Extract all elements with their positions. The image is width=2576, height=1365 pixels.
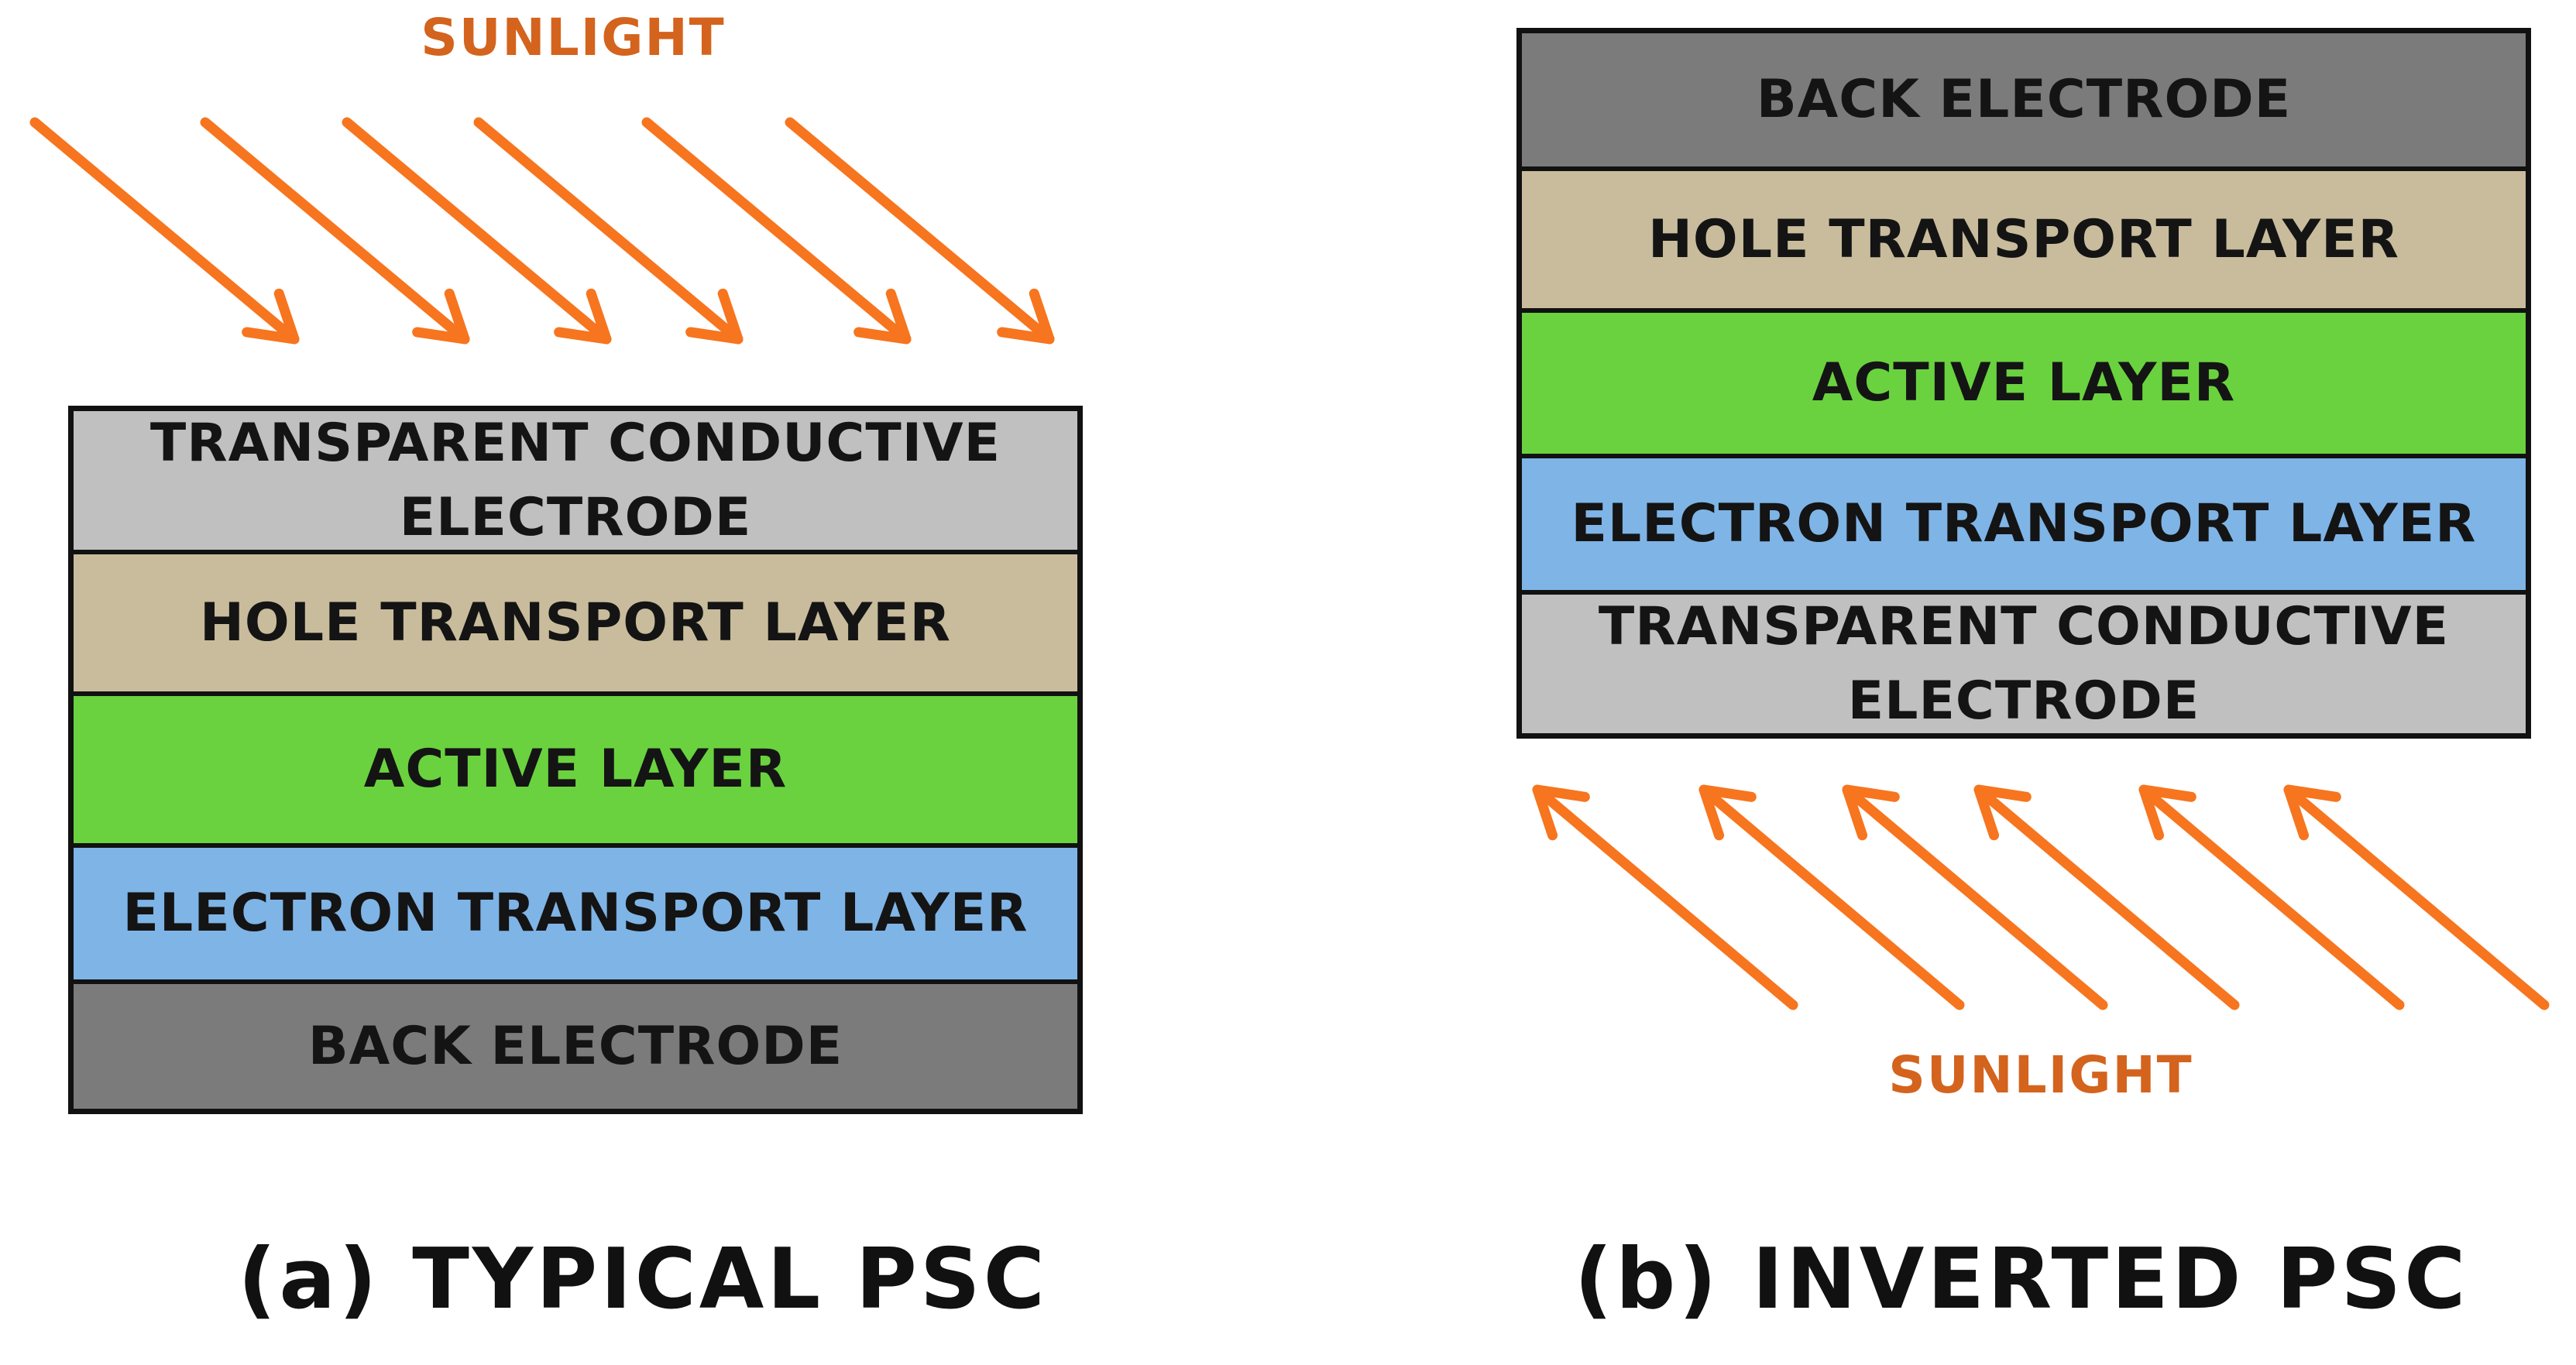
layer-label: BACK ELECTRODE — [1756, 69, 2292, 131]
inverted-sunlight-arrow — [1698, 784, 1965, 1010]
typical-sunlight-label: SUNLIGHT — [421, 8, 726, 67]
typical-layer-hole-transport: HOLE TRANSPORT LAYER — [74, 554, 1077, 691]
inverted-layer-electron-transport: ELECTRON TRANSPORT LAYER — [1522, 458, 2526, 590]
layer-label: TRANSPARENT CONDUCTIVE ELECTRODE — [1598, 596, 2450, 732]
layer-label: ELECTRON TRANSPORT LAYER — [122, 883, 1029, 945]
layer-label: ACTIVE LAYER — [1812, 352, 2236, 414]
layer-label: HOLE TRANSPORT LAYER — [1648, 208, 2399, 270]
typical-sunlight-arrow — [29, 117, 300, 345]
layer-label: TRANSPARENT CONDUCTIVE ELECTRODE — [149, 413, 1001, 548]
inverted-sunlight-label: SUNLIGHT — [1888, 1045, 2193, 1105]
inverted-sunlight-arrow — [2283, 784, 2550, 1010]
typical-layer-stack: TRANSPARENT CONDUCTIVE ELECTRODE HOLE TR… — [68, 406, 1083, 1114]
inverted-sunlight-arrows — [1532, 784, 2550, 1010]
typical-sunlight-arrow — [473, 117, 744, 345]
inverted-sunlight-arrow — [1842, 784, 2108, 1010]
inverted-layer-hole-transport: HOLE TRANSPORT LAYER — [1522, 171, 2526, 308]
inverted-sunlight-arrow — [1532, 784, 1798, 1010]
typical-sunlight-arrow — [342, 117, 612, 345]
typical-layer-electron-transport: ELECTRON TRANSPORT LAYER — [74, 848, 1077, 979]
layer-label: ACTIVE LAYER — [363, 739, 788, 801]
inverted-sunlight-arrow — [1973, 784, 2240, 1010]
typical-layer-back-electrode: BACK ELECTRODE — [74, 984, 1077, 1109]
inverted-layer-active: ACTIVE LAYER — [1522, 313, 2526, 454]
inverted-layer-transparent-conductive-electrode: TRANSPARENT CONDUCTIVE ELECTRODE — [1522, 595, 2526, 733]
inverted-psc-caption: (b) INVERTED PSC — [1574, 1231, 2469, 1328]
typical-psc-caption: (a) TYPICAL PSC — [238, 1231, 1048, 1328]
layer-label: BACK ELECTRODE — [307, 1015, 843, 1077]
inverted-layer-back-electrode: BACK ELECTRODE — [1522, 33, 2526, 166]
typical-sunlight-arrow — [200, 117, 470, 345]
inverted-layer-stack: BACK ELECTRODE HOLE TRANSPORT LAYER ACTI… — [1516, 28, 2531, 739]
typical-sunlight-arrows — [29, 117, 1055, 345]
layer-label: ELECTRON TRANSPORT LAYER — [1571, 493, 2477, 555]
typical-layer-transparent-conductive-electrode: TRANSPARENT CONDUCTIVE ELECTRODE — [74, 411, 1077, 550]
typical-layer-active: ACTIVE LAYER — [74, 696, 1077, 843]
layer-label: HOLE TRANSPORT LAYER — [200, 592, 951, 653]
typical-sunlight-arrow — [641, 117, 912, 345]
inverted-sunlight-arrow — [2138, 784, 2405, 1010]
typical-sunlight-arrow — [785, 117, 1055, 345]
